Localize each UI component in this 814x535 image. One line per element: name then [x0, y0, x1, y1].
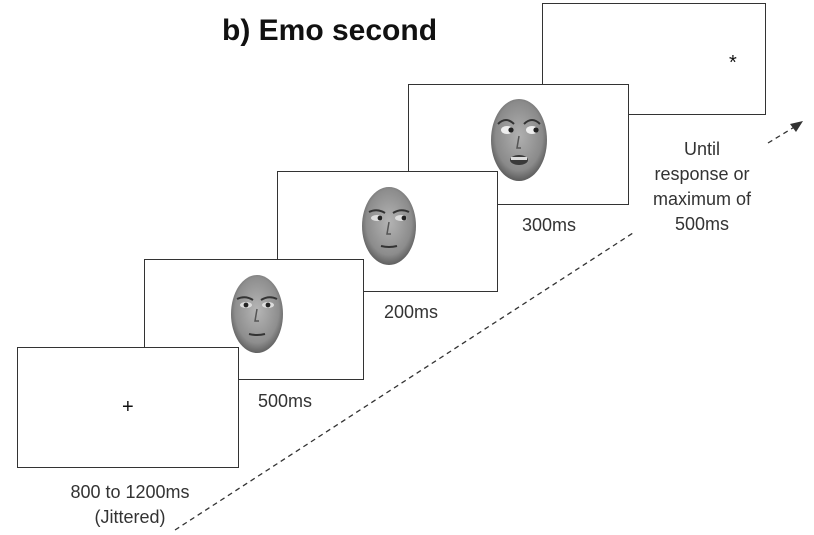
frame-fixation: +: [17, 347, 239, 468]
arrowhead-icon: [790, 121, 803, 132]
fixation-cross: +: [122, 396, 134, 418]
neutral-face-image: [231, 275, 283, 353]
duration-label-face3: 300ms: [521, 215, 577, 235]
fearful-face-image: [491, 99, 547, 181]
duration-label-face1: 500ms: [257, 391, 313, 411]
duration-label-response: Until response or maximum of 500ms: [652, 139, 751, 234]
asterisk-symbol: *: [729, 52, 737, 74]
neutral-face-averted-gaze-image: [362, 187, 416, 265]
duration-label-fixation: 800 to 1200ms (Jittered): [70, 482, 190, 527]
frame-fearful-face: [408, 84, 629, 205]
figure-title: b) Emo second: [222, 14, 438, 47]
duration-label-face2: 200ms: [383, 302, 439, 322]
